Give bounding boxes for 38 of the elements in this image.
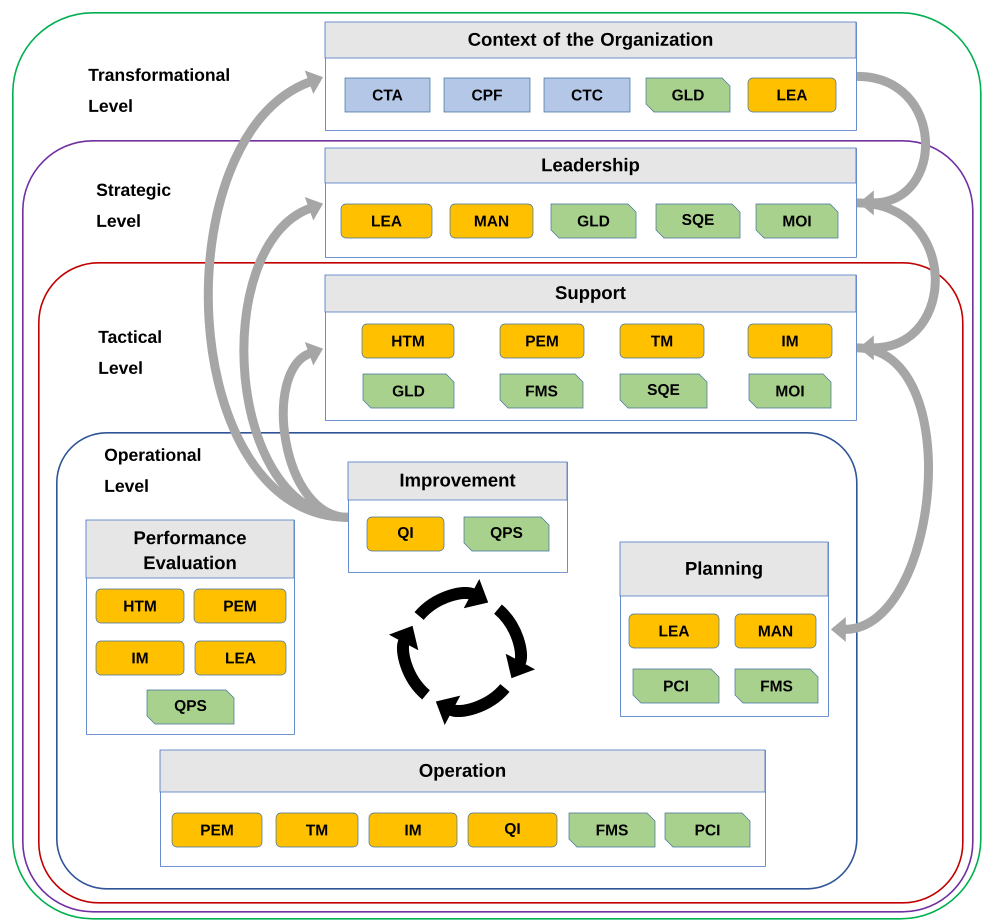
curved-arrow: [856, 72, 930, 216]
code-tag: FMS: [734, 668, 818, 704]
code-tag: PCI: [664, 812, 750, 848]
code-tag: SQE: [656, 204, 740, 238]
code-tag: PCI: [632, 668, 720, 704]
code-tag: QI: [468, 812, 558, 848]
code-tag: IM: [748, 324, 832, 358]
code-tag: IM: [96, 640, 184, 676]
curved-arrow: [279, 342, 349, 522]
code-tag: QPS: [464, 516, 550, 552]
code-tag: CTC: [544, 78, 630, 112]
code-tag: LEA: [194, 640, 286, 676]
code-tag: CTA: [344, 78, 430, 112]
curved-arrow: [856, 198, 940, 360]
code-tag: MAN: [734, 614, 816, 648]
code-tag: FMS: [568, 812, 656, 848]
code-tag: LEA: [340, 204, 432, 238]
code-tag: IM: [368, 812, 458, 848]
code-tag: QI: [366, 516, 444, 552]
code-tag: QPS: [146, 690, 234, 724]
code-tag: LEA: [628, 614, 720, 648]
code-tag: TM: [620, 324, 704, 358]
code-tag: PEM: [500, 324, 584, 358]
code-tag: HTM: [96, 588, 184, 624]
code-tag: MAN: [450, 204, 534, 238]
code-tag: PEM: [194, 588, 286, 624]
code-tag: LEA: [748, 78, 836, 112]
code-tag: MOI: [756, 204, 838, 238]
code-tag: GLD: [646, 78, 730, 112]
code-tag: GLD: [362, 374, 454, 408]
code-tag: PEM: [172, 812, 262, 848]
code-tag: CPF: [444, 78, 530, 112]
code-tag: MOI: [748, 374, 832, 408]
code-tag: TM: [276, 812, 358, 848]
code-tag: HTM: [362, 324, 454, 358]
code-tag: GLD: [550, 204, 636, 238]
code-tag: SQE: [620, 374, 708, 408]
code-tag: FMS: [500, 374, 584, 408]
